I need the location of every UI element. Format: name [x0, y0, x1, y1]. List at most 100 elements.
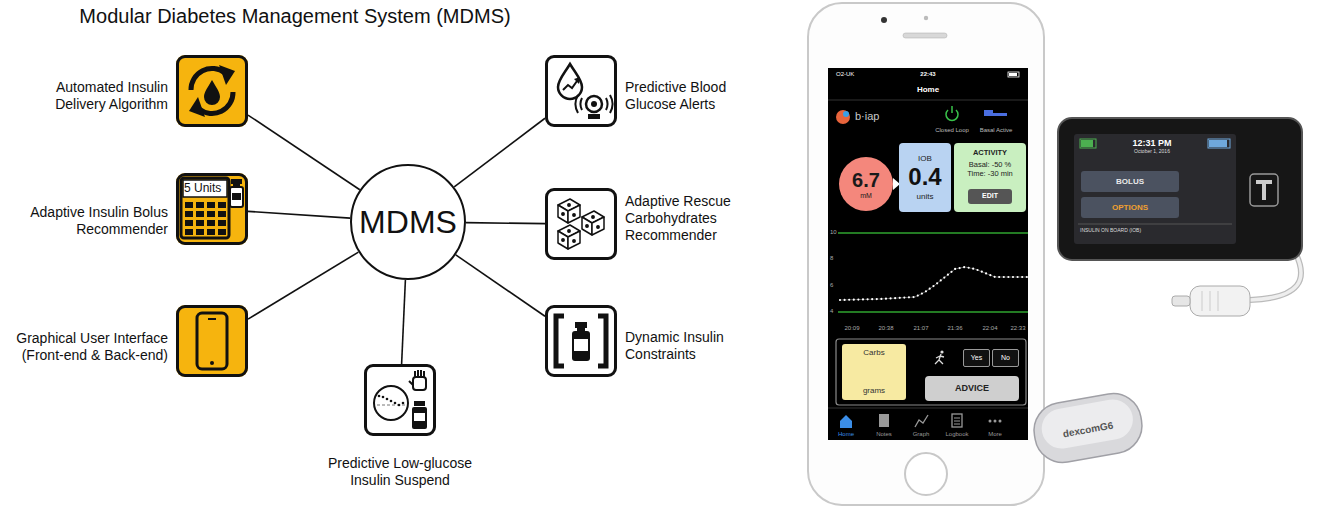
glucose-circle-text: mM: [860, 192, 872, 200]
sugar-cube-icon-part: [592, 216, 594, 218]
function-box-fill-part: [545, 55, 617, 127]
sugar-cube-icon-part: [562, 239, 564, 241]
app-screen-details-part: [915, 415, 928, 427]
app-screen-details-part: [836, 110, 850, 124]
calculator-icon-part: [207, 202, 215, 208]
pump-button: BOLUS: [1081, 171, 1179, 192]
function-box-fill-part: [176, 173, 248, 245]
function-label: Predictive Low-glucose Insulin Suspend: [310, 455, 490, 489]
time-tick: 20:09: [844, 325, 859, 332]
function-box: Adaptive Rescue Carbohydrates Recommende…: [545, 188, 617, 260]
app-screen-details-part: [879, 414, 889, 427]
connector-line: [248, 115, 360, 190]
status-text: O2-UK: [836, 71, 854, 78]
insulin-pump-illustration-part: [1250, 174, 1278, 206]
app-screen-details-part: [994, 420, 997, 423]
activity-box-text: Time: -30 min: [967, 169, 1013, 178]
app-screen-details-part: [940, 350, 943, 353]
suspend-icon-part: [412, 407, 427, 429]
suspend-icon-part: [374, 386, 408, 420]
calculator-icon-part: [185, 229, 193, 235]
calculator-icon-part: [185, 211, 193, 217]
sugar-cube-icon-part: [573, 214, 575, 216]
cgm-sensor-illustration: [1030, 389, 1147, 467]
cycle-icon-part: [204, 80, 220, 105]
advice-button: ADVICE: [925, 376, 1019, 401]
iob-box-text: units: [917, 192, 934, 202]
constraint-icon-part: [575, 322, 587, 328]
time-tick: 22:04: [982, 325, 997, 332]
function-label: Adaptive Rescue Carbohydrates Recommende…: [625, 193, 765, 243]
axis-tick: 4: [830, 308, 833, 315]
calculator-icon-part: [218, 211, 226, 217]
alert-icon-part: [591, 101, 597, 107]
axis-tick: 8: [830, 255, 833, 262]
activity-box-text: ACTIVITY: [973, 148, 1007, 157]
phone-icon-part: [197, 313, 227, 369]
calculator-icon-part: [183, 180, 227, 197]
iob-box-text: 0.4: [908, 163, 941, 192]
suspend-icon-part: [423, 371, 425, 377]
app-screen-details-part: [838, 232, 1028, 234]
app-screen-details-part: [954, 418, 960, 419]
connector-line: [248, 211, 350, 218]
sugar-cube-icon-part: [592, 217, 604, 235]
function-box-fill-part: [176, 305, 248, 377]
constraint-icon: [556, 316, 606, 366]
sugar-cube-icon-part: [558, 205, 568, 223]
app-screen-details-part: [840, 267, 1028, 300]
sugar-cube-icon-part: [568, 230, 570, 232]
connector-line: [248, 252, 358, 319]
sugar-cube-icon-part: [568, 205, 580, 223]
app-screen-details-part: [1008, 72, 1019, 77]
display-text: 5 Units: [184, 181, 221, 195]
suspend-icon-part: [382, 396, 385, 399]
no-button-text: No: [1001, 354, 1010, 362]
calculator-icon-part: [185, 220, 193, 226]
alert-icon-part: [558, 64, 582, 99]
function-label: Dynamic Insulin Constraints: [625, 329, 765, 363]
suspend-icon-part: [386, 398, 389, 401]
calculator-icon: [181, 178, 243, 238]
function-box: Automated Insulin Delivery Algorithm: [176, 55, 248, 127]
hub-circle-shape: [351, 165, 465, 279]
function-label: Automated Insulin Delivery Algorithm: [33, 79, 168, 113]
connector-line: [402, 280, 406, 364]
alert-icon-part: [563, 81, 577, 90]
carbs-box: Carbsgrams: [842, 344, 906, 400]
app-screen-details-part: [989, 420, 992, 423]
pump-iob-label: INSULIN ON BOARD (IOB): [1080, 228, 1141, 234]
insulin-pump-illustration-part: [1208, 139, 1230, 148]
calculator-icon-part: [207, 229, 215, 235]
sugar-cube-icon-part: [558, 231, 568, 249]
edit-button: EDIT: [968, 189, 1012, 204]
tab-label: Home: [838, 431, 854, 438]
pump-button: OPTIONS: [1081, 197, 1179, 218]
insulin-pump-illustration-part: [1074, 134, 1236, 244]
app-screen-details-part: [840, 267, 1028, 300]
calculator-icon-part: [196, 211, 204, 217]
pump-date: October 1, 2016: [1134, 149, 1170, 155]
function-label: Adaptive Insulin Bolus Recommender: [28, 204, 168, 238]
function-box-fill-part: [364, 364, 436, 436]
suspend-icon-part: [402, 402, 405, 405]
app-screen-details-part: [840, 415, 852, 428]
app-screen-details-part: [828, 408, 1028, 409]
tab-label: Graph: [913, 431, 930, 438]
constraint-icon-part: [577, 328, 585, 331]
screen-title: Home: [917, 85, 939, 94]
insulin-pump-illustration-part: [1218, 291, 1219, 311]
app-screen-details-part: [984, 110, 993, 116]
glucose-circle-text: 6.7: [852, 168, 880, 192]
app-screen-details-part: [836, 339, 1026, 405]
suspend-icon-part: [414, 401, 425, 406]
calculator-icon-part: [196, 220, 204, 226]
insulin-pump-illustration-part: [1190, 286, 1250, 316]
time-tick: 21:36: [947, 325, 962, 332]
no-button: No: [992, 349, 1019, 367]
function-label: Graphical User Interface (Front-end & Ba…: [3, 330, 168, 364]
calculator-icon-part: [196, 229, 204, 235]
time-tick: 21:07: [913, 325, 928, 332]
yes-button: Yes: [963, 349, 990, 367]
calculator-icon-part: [232, 193, 241, 200]
